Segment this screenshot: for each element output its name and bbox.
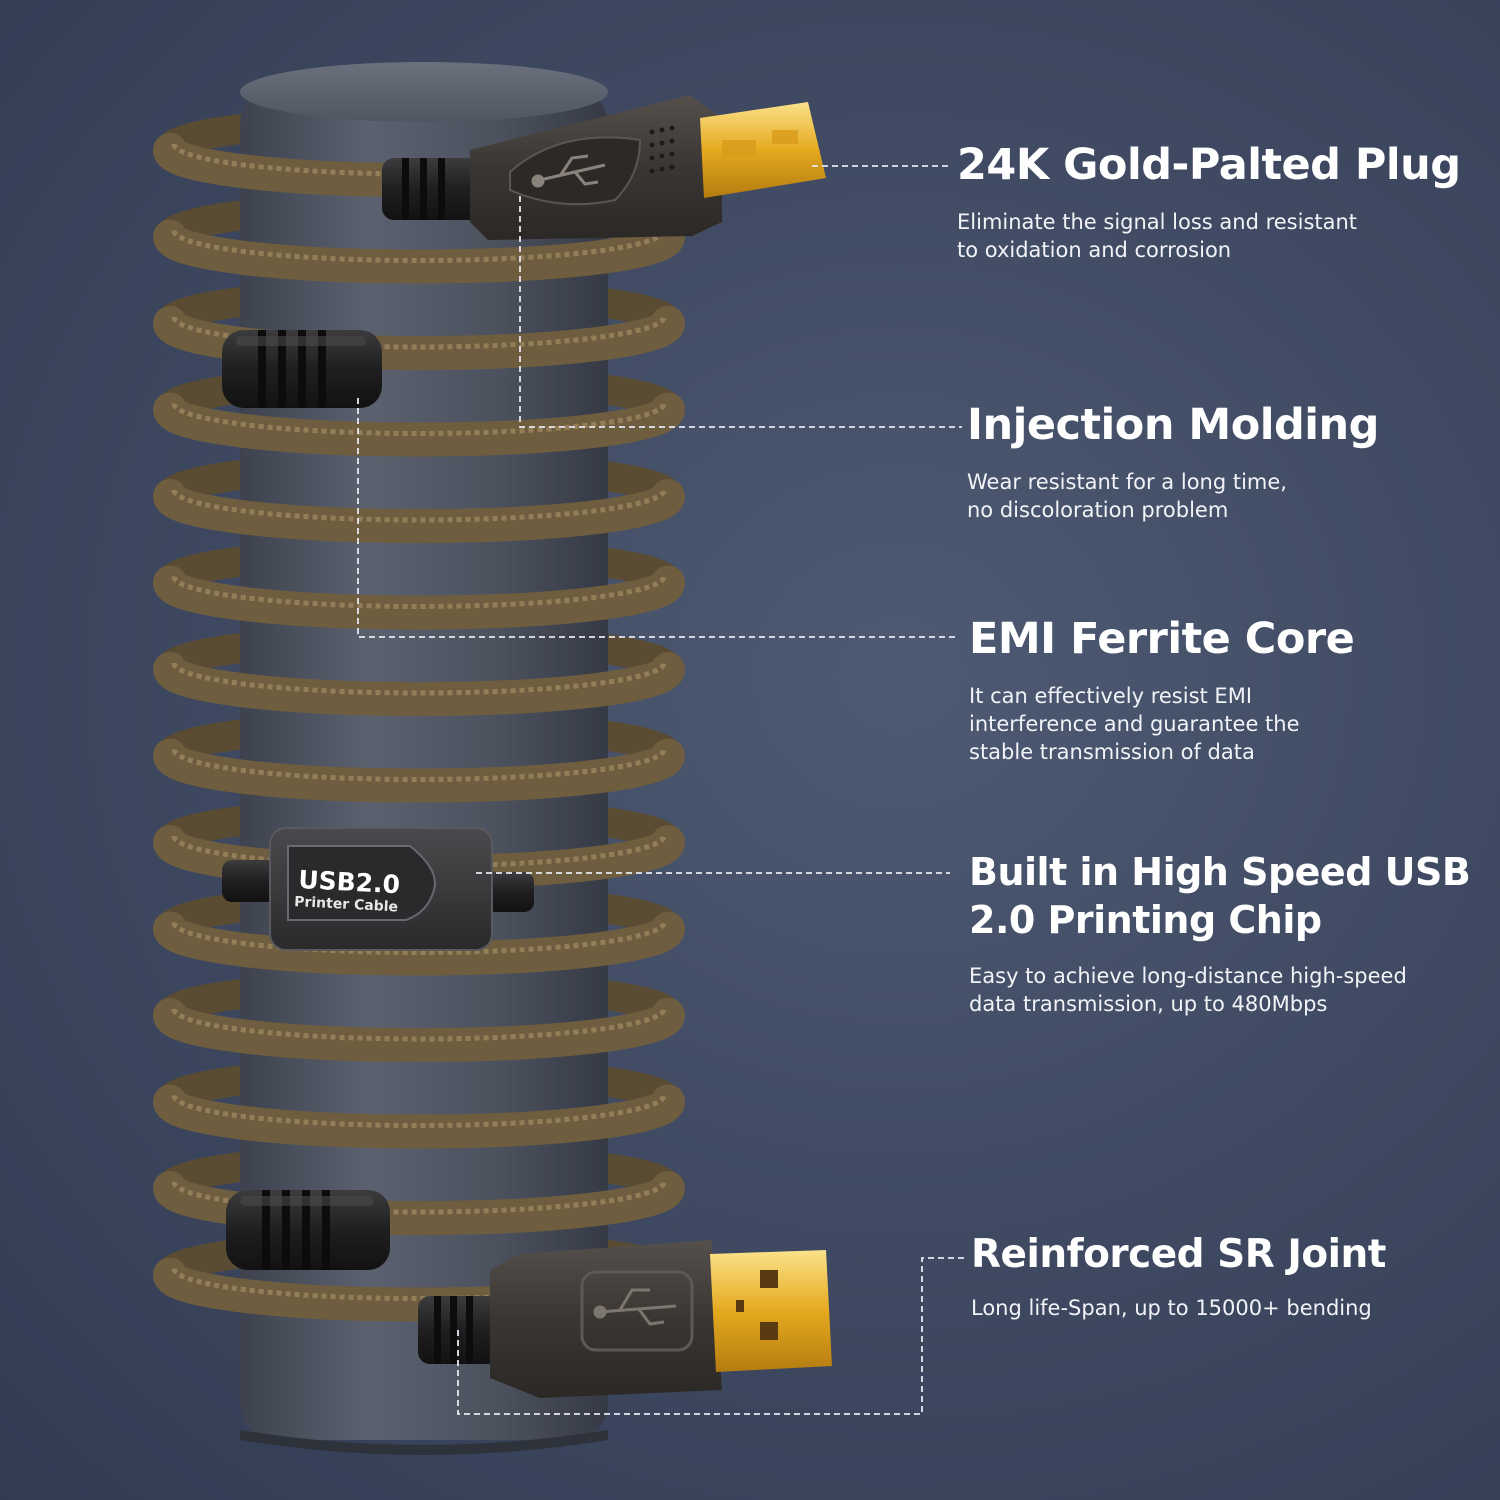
usb-a-plug	[418, 1240, 832, 1398]
feature-description: Easy to achieve long-distance high-speed…	[969, 964, 1407, 1016]
feature-gold-plug: 24K Gold-Palted Plug Eliminate the signa…	[957, 140, 1461, 264]
ferrite-core-bottom	[226, 1190, 390, 1270]
cable-loop-front	[153, 998, 685, 1062]
feature-title: EMI Ferrite Core	[969, 614, 1355, 664]
cable-loop-front	[153, 1171, 685, 1235]
chip-label-sub: Printer Cable	[294, 894, 399, 915]
feature-description: Wear resistant for a long time, no disco…	[967, 470, 1287, 522]
cable-loop-front	[153, 392, 685, 457]
feature-title: Reinforced SR Joint	[971, 1232, 1386, 1277]
leader-line-sr-joint	[457, 1257, 964, 1415]
feature-ferrite-core: EMI Ferrite Core It can effectively resi…	[969, 614, 1355, 766]
usb-trident-icon	[531, 154, 606, 188]
cable-loop-front	[153, 1084, 685, 1149]
cable-loop-front	[153, 479, 685, 543]
feature-description: Long life-Span, up to 15000+ bending	[971, 1296, 1372, 1320]
ferrite-core-top	[222, 330, 382, 408]
cable-loop-front	[153, 219, 685, 284]
feature-description: Eliminate the signal loss and resistant …	[957, 210, 1358, 262]
feature-usb-chip: Built in High Speed USB 2.0 Printing Chi…	[969, 848, 1489, 1018]
cable-loop-front	[153, 306, 685, 370]
chip-label-main: USB2.0	[298, 865, 401, 899]
feature-description: It can effectively resist EMI interferen…	[969, 684, 1300, 764]
leader-line-injection-molding	[519, 196, 962, 428]
cable-loop-front	[153, 911, 685, 976]
cable-loop-front	[153, 652, 685, 716]
leader-lines	[357, 165, 964, 1415]
cable-loop-front	[153, 738, 685, 803]
feature-injection-molding: Injection Molding Wear resistant for a l…	[967, 400, 1379, 524]
feature-title: Built in High Speed USB 2.0 Printing Chi…	[969, 850, 1471, 942]
usb-chip-box: USB2.0 Printer Cable	[222, 827, 534, 951]
feature-title: 24K Gold-Palted Plug	[957, 140, 1461, 190]
cable-loop-front	[153, 565, 685, 630]
feature-title: Injection Molding	[967, 400, 1379, 450]
cable-coil-front	[153, 133, 685, 1322]
usb-b-plug	[382, 95, 826, 240]
feature-sr-joint: Reinforced SR Joint Long life-Span, up t…	[971, 1230, 1386, 1322]
